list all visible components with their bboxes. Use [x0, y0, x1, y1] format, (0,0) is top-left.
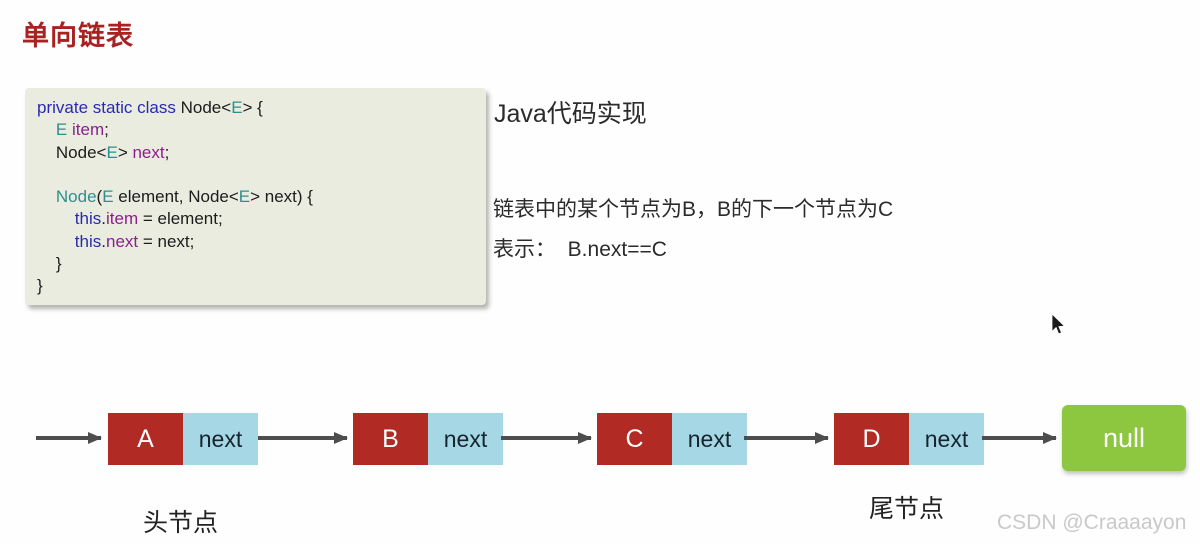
code-panel: private static class Node<E> { E item; N… [25, 88, 486, 305]
watermark: CSDN @Craaaayon [997, 511, 1187, 534]
node-value-cell: A [108, 413, 183, 465]
head-node-caption: 头节点 [143, 509, 219, 537]
list-node-d: D next [834, 413, 984, 465]
java-impl-heading: Java代码实现 [494, 100, 647, 128]
node-next-cell: next [183, 413, 258, 465]
list-node-a: A next [108, 413, 258, 465]
node-value-cell: C [597, 413, 672, 465]
page-title: 单向链表 [22, 21, 134, 51]
code-line: Node<E> next; [37, 142, 170, 162]
list-node-c: C next [597, 413, 747, 465]
code-line: this.item = element; [74, 209, 223, 229]
code-line: } [37, 276, 43, 296]
code-line: E item; [55, 120, 109, 140]
code-text: private static class Node<E> { E item; N… [37, 97, 476, 298]
code-line: } [37, 254, 62, 274]
node-next-cell: next [428, 413, 503, 465]
mouse-cursor-icon [1051, 313, 1066, 335]
code-line [37, 164, 476, 186]
null-terminator-box: null [1062, 405, 1186, 471]
node-next-cell: next [672, 413, 747, 465]
note-next-expression: 表示： B.next==C [493, 238, 667, 261]
tail-node-caption: 尾节点 [869, 495, 945, 523]
code-line: Node(E element, Node<E> next) { [55, 187, 313, 207]
node-value-cell: B [353, 413, 428, 465]
code-line: private static class Node<E> { [37, 98, 263, 117]
note-node-relation: 链表中的某个节点为B，B的下一个节点为C [493, 198, 894, 221]
node-value-cell: D [834, 413, 909, 465]
list-node-b: B next [353, 413, 503, 465]
code-line: this.next = next; [74, 231, 195, 251]
node-next-cell: next [909, 413, 984, 465]
